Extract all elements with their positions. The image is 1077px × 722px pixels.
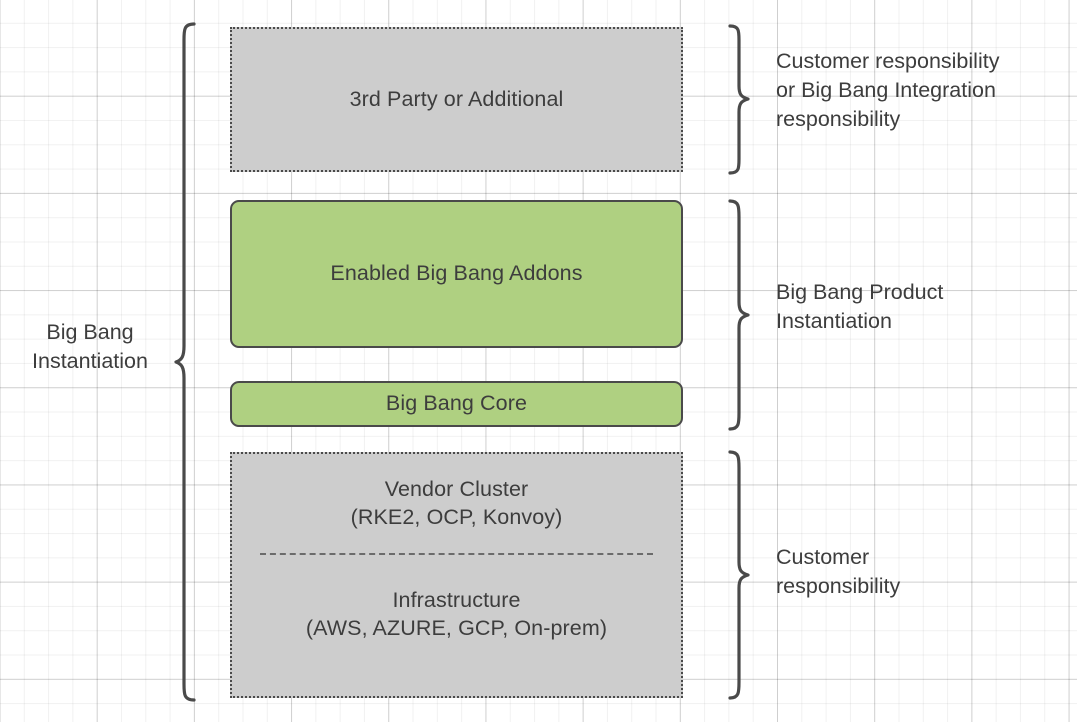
right-label-customer: Customer responsibility <box>776 545 901 599</box>
right-brace-bb-product-icon <box>728 199 750 431</box>
layer-foundation-box[interactable]: Vendor Cluster (RKE2, OCP, Konvoy) Infra… <box>230 452 683 698</box>
layer-core-box[interactable]: Big Bang Core <box>230 381 683 427</box>
layer-third-party-box[interactable]: 3rd Party or Additional <box>230 27 683 172</box>
infrastructure-detail: (AWS, AZURE, GCP, On-prem) <box>305 615 608 640</box>
foundation-upper-group: Vendor Cluster (RKE2, OCP, Konvoy) <box>351 476 563 531</box>
layer-addons-box[interactable]: Enabled Big Bang Addons <box>230 200 683 348</box>
left-bracket-label: Big Bang Instantiation <box>32 320 148 374</box>
layer-core-label: Big Bang Core <box>385 391 528 416</box>
foundation-lower-group: Infrastructure (AWS, AZURE, GCP, On-prem… <box>306 587 607 642</box>
right-brace-customer-icon <box>728 450 750 700</box>
layer-addons-label: Enabled Big Bang Addons <box>330 261 583 286</box>
layer-third-party-label: 3rd Party or Additional <box>349 86 564 111</box>
vendor-cluster-label: Vendor Cluster <box>384 477 529 501</box>
right-label-customer-or-integration: Customer responsibility or Big Bang Inte… <box>776 49 1000 132</box>
vendor-cluster-detail: (RKE2, OCP, Konvoy) <box>350 504 563 529</box>
right-label-bb-product: Big Bang Product Instantiation <box>776 280 944 334</box>
right-brace-customer-or-integration-icon <box>728 24 750 175</box>
infrastructure-label: Infrastructure <box>392 588 521 613</box>
left-brace-icon <box>174 22 196 702</box>
foundation-divider <box>260 553 653 555</box>
